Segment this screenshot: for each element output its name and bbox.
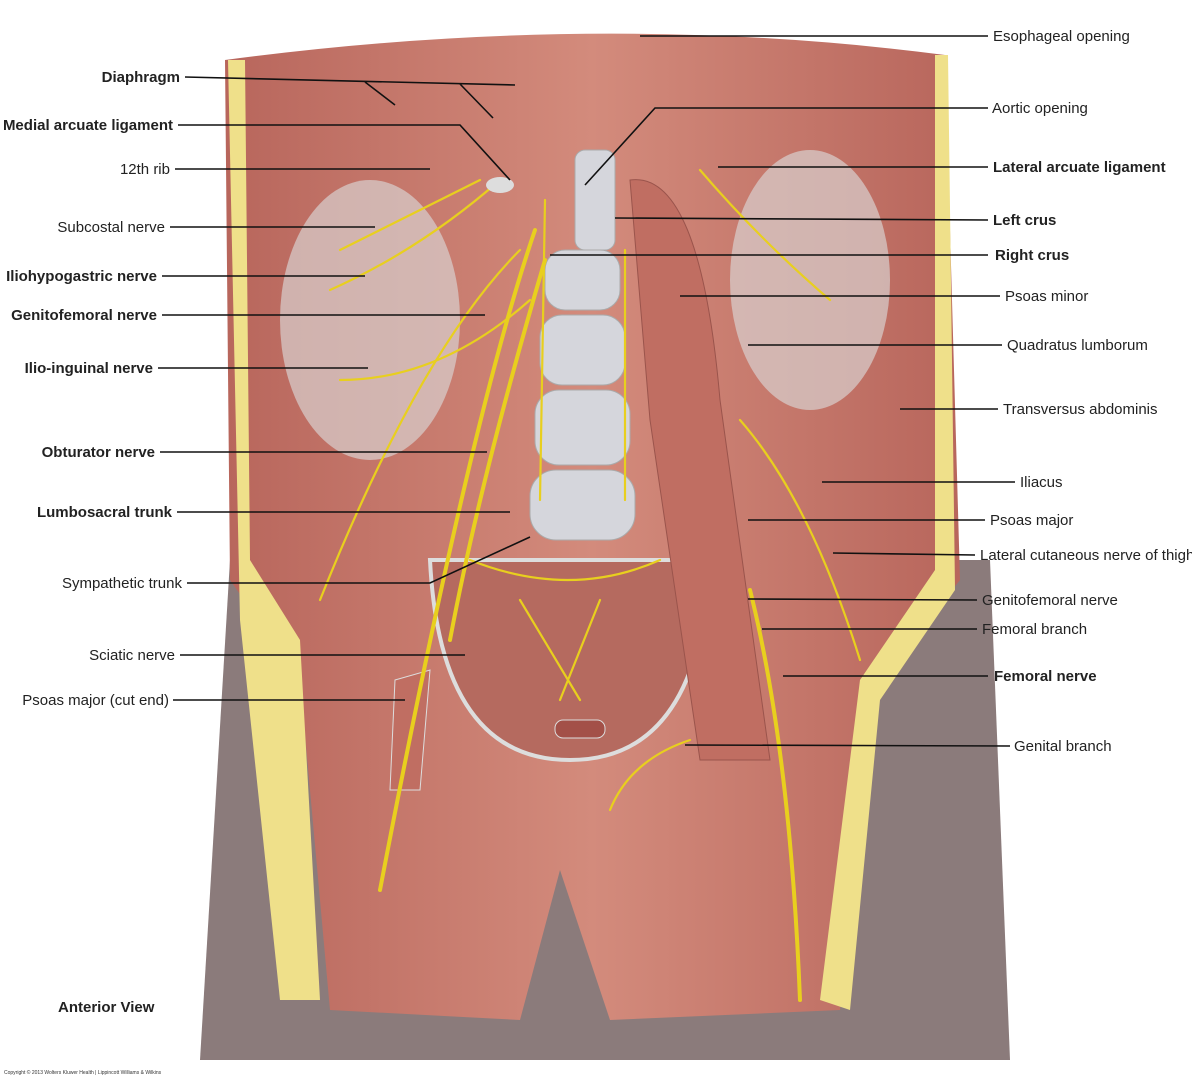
label-femoral-branch: Femoral branch bbox=[982, 621, 1087, 638]
label-quadratus-lumborum: Quadratus lumborum bbox=[1007, 337, 1148, 354]
view-label: Anterior View bbox=[58, 999, 155, 1016]
fascia-left bbox=[280, 180, 460, 460]
label-subcostal-nerve: Subcostal nerve bbox=[57, 219, 165, 236]
label-aortic-opening: Aortic opening bbox=[992, 100, 1088, 117]
label-genitofemoral-nerve-right: Genitofemoral nerve bbox=[982, 592, 1118, 609]
fat-left bbox=[228, 60, 320, 1000]
label-psoas-major: Psoas major bbox=[990, 512, 1073, 529]
label-iliohypogastric-nerve: Iliohypogastric nerve bbox=[6, 268, 157, 285]
label-sciatic-nerve: Sciatic nerve bbox=[89, 647, 175, 664]
label-12th-rib: 12th rib bbox=[120, 161, 170, 178]
label-lumbosacral-trunk: Lumbosacral trunk bbox=[37, 504, 173, 521]
label-left-crus: Left crus bbox=[993, 212, 1056, 229]
label-genital-branch: Genital branch bbox=[1014, 738, 1112, 755]
label-genitofemoral-nerve-left: Genitofemoral nerve bbox=[11, 307, 157, 324]
fat-right bbox=[820, 55, 955, 1010]
psoas-right-muscle bbox=[629, 179, 771, 761]
nerves bbox=[318, 168, 862, 1002]
label-esophageal-opening: Esophageal opening bbox=[993, 28, 1130, 45]
label-obturator-nerve: Obturator nerve bbox=[42, 444, 155, 461]
label-lateral-cutaneous-nerve-of-thigh: Lateral cutaneous nerve of thigh bbox=[980, 547, 1192, 564]
label-transversus-abdominis: Transversus abdominis bbox=[1003, 401, 1158, 418]
label-psoas-major-cut-end: Psoas major (cut end) bbox=[22, 692, 169, 709]
medial-arcuate-ligament bbox=[486, 177, 514, 193]
sacrum-ring bbox=[554, 719, 606, 739]
right-labels: Esophageal opening Aortic opening Latera… bbox=[980, 28, 1192, 755]
label-femoral-nerve: Femoral nerve bbox=[994, 668, 1097, 685]
left-labels: Diaphragm Medial arcuate ligament 12th r… bbox=[3, 69, 183, 709]
label-lateral-arcuate-ligament: Lateral arcuate ligament bbox=[993, 159, 1166, 176]
fascia-right bbox=[730, 150, 890, 410]
left-leader-lines bbox=[158, 76, 531, 701]
label-diaphragm: Diaphragm bbox=[102, 69, 180, 86]
vertebral-column bbox=[529, 149, 636, 541]
label-iliacus: Iliacus bbox=[1020, 474, 1063, 491]
label-psoas-minor: Psoas minor bbox=[1005, 288, 1088, 305]
label-ilio-inguinal-nerve: Ilio-inguinal nerve bbox=[25, 360, 153, 377]
right-leader-lines bbox=[550, 35, 1015, 747]
label-medial-arcuate-ligament: Medial arcuate ligament bbox=[3, 117, 173, 134]
copyright-text: Copyright © 2013 Wolters Kluwer Health |… bbox=[4, 1070, 162, 1076]
label-right-crus: Right crus bbox=[995, 247, 1069, 264]
label-sympathetic-trunk: Sympathetic trunk bbox=[62, 575, 183, 592]
